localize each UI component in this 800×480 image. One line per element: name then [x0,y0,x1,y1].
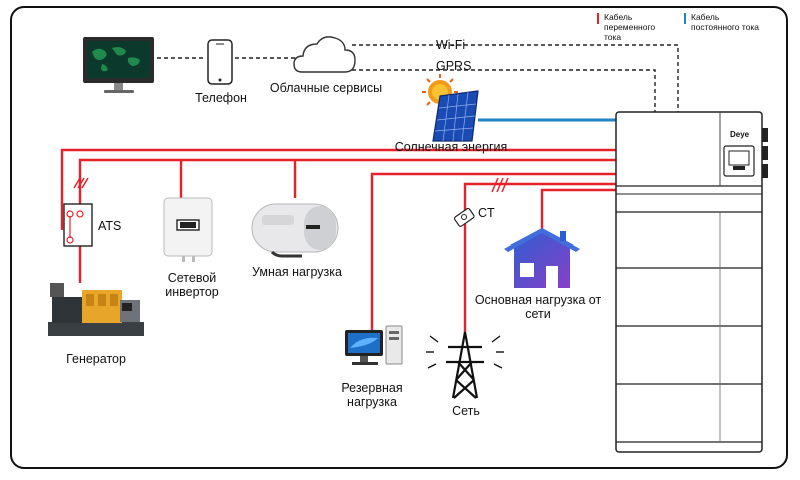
label-grid-inverter: Сетевой инвертор [165,271,219,299]
ct-clamp-icon [453,207,475,227]
legend-dc-swatch [684,13,686,24]
label-grid: Сеть [452,404,480,418]
legend-dc-text: Кабель постоянного тока [691,12,759,32]
cloud-icon [293,36,356,73]
backup-load-icon [345,325,403,365]
computer-icon [83,37,154,93]
battery-brand: Deye [730,130,750,139]
ac-cables [60,148,616,332]
ats-icon [63,203,93,247]
generator-icon [48,283,144,336]
label-backup-load: Резервная нагрузка [341,381,403,409]
legend-ac-text: Кабель переменного тока [604,12,656,42]
smart-load-icon [251,203,339,258]
label-cloud: Облачные сервисы [269,81,383,95]
label-phone: Телефон [195,91,247,105]
grid-inverter-icon [163,197,213,262]
label-wifi: Wi-Fi [436,38,466,52]
phone-icon [207,39,233,85]
comm-links [157,44,679,112]
grid-pylon-icon [426,331,504,399]
label-ct: CT [478,206,495,220]
label-smart-load: Умная нагрузка [252,265,342,279]
label-ats: ATS [98,219,122,233]
label-solar: Солнечная энергия [394,140,508,154]
inverter-battery-stack [615,111,768,453]
legend-dc: Кабель постоянного тока [684,12,764,32]
label-generator: Генератор [66,352,126,366]
diagram-frame [10,6,788,469]
cable-tick-marks [73,177,509,193]
label-main-load: Основная нагрузка от сети [474,293,602,321]
solar-panel-icon [432,90,479,142]
legend-ac-swatch [597,13,599,24]
house-icon [504,228,580,288]
legend-ac: Кабель переменного тока [597,12,677,42]
label-gprs: GPRS [436,59,472,73]
